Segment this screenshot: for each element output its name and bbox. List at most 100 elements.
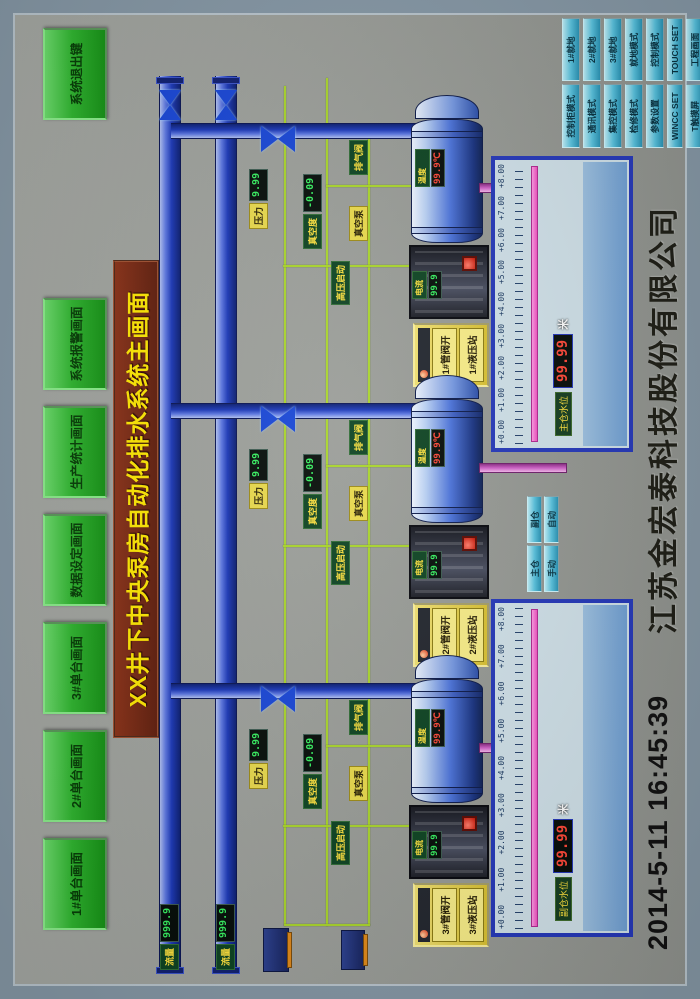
datetime-display: 2014-5-11 16:45:39 [643,694,673,950]
pump-temp-readout: 温度 99.9℃ [415,709,445,747]
mode-button[interactable]: TOUCH SET [667,18,683,82]
motor-indicator-light [462,816,477,831]
signal-line [326,745,413,747]
menu-bar: 1#单台画面 2#单台画面 3#单台画面数据设定画面生产统计画面系统报警画面 [43,298,107,930]
tank-select-button[interactable]: 副仓 [527,496,542,543]
valve-top-triangle [261,406,278,432]
signal-line [326,465,413,467]
pump-ring [412,787,482,794]
menu-button[interactable]: 2#单台画面 [43,730,107,822]
mode-button[interactable]: 检修模式 [625,84,643,148]
scale-tick-label: +5.00 [497,718,506,743]
hv-start-indicator[interactable]: 高压启动 [331,260,350,305]
pump-ring [412,507,482,514]
mode-button-panel: 控制柜模式 1#就地通讯模式 2#就地集控模式 3#就地检修模式 就地模式参数设置 控制模… [562,18,700,148]
mode-button[interactable]: WINCC SET [667,84,683,148]
pipe-flange [212,77,240,84]
water-level-unit: 米 [558,803,570,815]
water-level-readout: 副仓水位 99.99 米 [553,804,573,921]
pump-temp-value: 99.9℃ [431,149,445,187]
scale-tick-label: +6.00 [497,228,506,253]
mode-button[interactable]: T触摸屏 [686,84,700,148]
motor-current-readout: 电流 99.9 [412,271,442,299]
pump-dome [415,375,479,399]
scale-tick-label: +2.00 [497,355,506,381]
tank-select-button[interactable]: 手动 [544,545,559,592]
mode-button[interactable]: 参数设置 [646,84,664,148]
valve-icon[interactable] [261,126,295,152]
motor-indicator-light [462,536,477,551]
hydraulic-station-button[interactable]: 3#液压站 [459,888,484,942]
scale-tick-label: +0.00 [497,904,506,929]
vacuum-pump-button[interactable]: 真空泵 [349,485,368,521]
vent-valve-indicator[interactable]: 排气阀 [349,419,368,455]
vacuum-pump-button[interactable]: 真空泵 [349,765,368,801]
water-level-readout: 主仓水位 99.99 米 [553,319,573,436]
scale-tick-label: +7.00 [497,644,506,669]
mode-button[interactable]: 2#就地 [583,18,601,82]
motor-current-readout: 电流 99.9 [412,831,442,859]
vacuum-value: -0.09 [303,733,322,772]
hydraulic-pump-icon [418,888,430,942]
vacuum-label: 真空度 [303,493,322,529]
scale-tick-label: +2.00 [497,830,506,855]
hv-start-indicator[interactable]: 高压启动 [331,820,350,865]
suction-pipe [479,463,567,473]
menu-button[interactable]: 数据设定画面 [43,514,107,606]
mode-button[interactable]: 控制模式 [646,18,664,82]
mode-button[interactable]: 就地模式 [625,18,643,82]
scale-tick-label: +3.00 [497,323,506,349]
mode-button[interactable]: 集控模式 [604,84,622,148]
scale-tick-label: +6.00 [497,681,506,706]
page-title: XX井下中央泵房自动化排水系统主画面 [113,260,159,738]
valve-icon[interactable] [261,686,295,712]
pressure-label: 压力 [249,762,268,789]
tank-select-button[interactable]: 自动 [544,496,559,543]
exit-button[interactable]: 系统退出键 [43,28,107,120]
mode-button[interactable]: 通讯模式 [583,84,601,148]
pipe-valve-open-button[interactable]: 3#管阀开 [432,888,457,942]
pump-ring [412,411,482,418]
water-sump-tank: +0.00+1.00+2.00+3.00+4.00+5.00+6.00+7.00… [491,599,633,937]
pipe-valve-open-button[interactable]: 2#管阀开 [432,608,457,662]
mode-button[interactable]: 1#就地 [562,18,580,82]
pump-temp-label: 温度 [415,709,430,747]
hydraulic-station-button[interactable]: 2#液压站 [459,608,484,662]
pump-temp-label: 温度 [415,429,430,467]
pipe-valve-open-button[interactable]: 1#管阀开 [432,328,457,382]
level-indicator-bar [531,609,538,927]
scale-tick-label: +8.00 [497,164,506,189]
hydraulic-pump-icon [418,328,430,382]
scale-ticks [515,164,523,444]
motor-current-label: 电流 [412,271,427,299]
menu-button[interactable]: 1#单台画面 [43,838,107,930]
vacuum-pump-button[interactable]: 真空泵 [349,205,368,241]
hydraulic-station-button[interactable]: 1#液压站 [459,328,484,382]
mode-button[interactable]: 工程画面 [686,18,700,82]
water-level-label: 副仓水位 [554,876,572,921]
valve-bottom-triangle [278,686,295,712]
vacuum-readout: 真空度 -0.09 [303,173,322,249]
menu-button[interactable]: 生产统计画面 [43,406,107,498]
vent-valve-indicator[interactable]: 排气阀 [349,699,368,735]
water-level-label: 主仓水位 [554,391,572,436]
level-scale: +0.00+1.00+2.00+3.00+4.00+5.00+6.00+7.00… [497,164,523,444]
vacuum-value: -0.09 [303,453,322,492]
pipe-flange [156,77,184,84]
menu-button[interactable]: 3#单台画面 [43,622,107,714]
hv-start-indicator[interactable]: 高压启动 [331,540,350,585]
pump-temp-label: 温度 [415,149,430,187]
pump-temp-readout: 温度 99.9℃ [415,149,445,187]
valve-icon[interactable] [261,406,295,432]
mode-button[interactable]: 控制柜模式 [562,84,580,148]
menu-button[interactable]: 系统报警画面 [43,298,107,390]
pressure-readout: 压力 9.99 [249,168,268,229]
vent-valve-indicator[interactable]: 排气阀 [349,139,368,175]
valve-top-triangle [261,126,278,152]
mode-button[interactable]: 3#就地 [604,18,622,82]
tank-select-button[interactable]: 主仓 [527,545,542,592]
scale-tick-label: +7.00 [497,196,506,221]
vacuum-readout: 真空度 -0.09 [303,453,322,529]
motor-current-value: 99.9 [428,831,442,859]
